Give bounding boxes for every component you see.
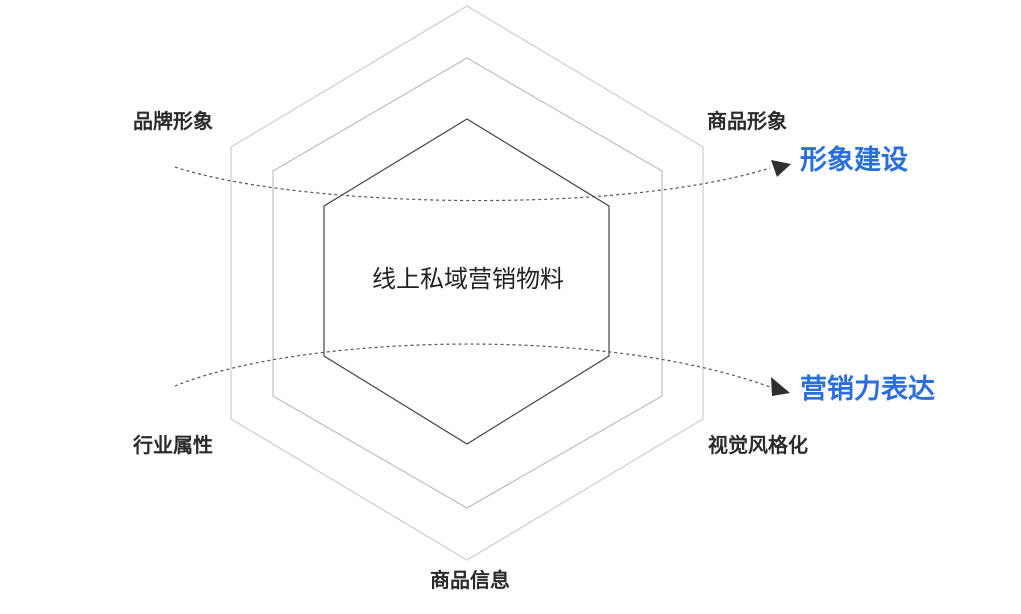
lower-arrowhead-icon [771, 377, 790, 396]
middle-hexagon [272, 57, 663, 509]
lower-dashed-arrow-line [174, 343, 771, 388]
vertex-label-bottom: 商品信息 [430, 568, 510, 592]
vertex-label-bottom-left: 行业属性 [132, 433, 213, 457]
upper-arrowhead-icon [771, 160, 791, 177]
arrow-label-lower: 营销力表达 [800, 374, 935, 405]
vertex-label-bottom-right: 视觉风格化 [708, 433, 808, 457]
center-label: 线上私域营销物料 [372, 265, 564, 293]
outer-hexagon [230, 5, 704, 561]
arrow-label-upper: 形象建设 [800, 144, 908, 176]
vertex-label-top-right: 商品形象 [707, 109, 787, 133]
upper-dashed-arrow-line [174, 166, 771, 202]
vertex-label-top-left: 品牌形象 [133, 109, 213, 133]
inner-hexagon [323, 118, 610, 445]
